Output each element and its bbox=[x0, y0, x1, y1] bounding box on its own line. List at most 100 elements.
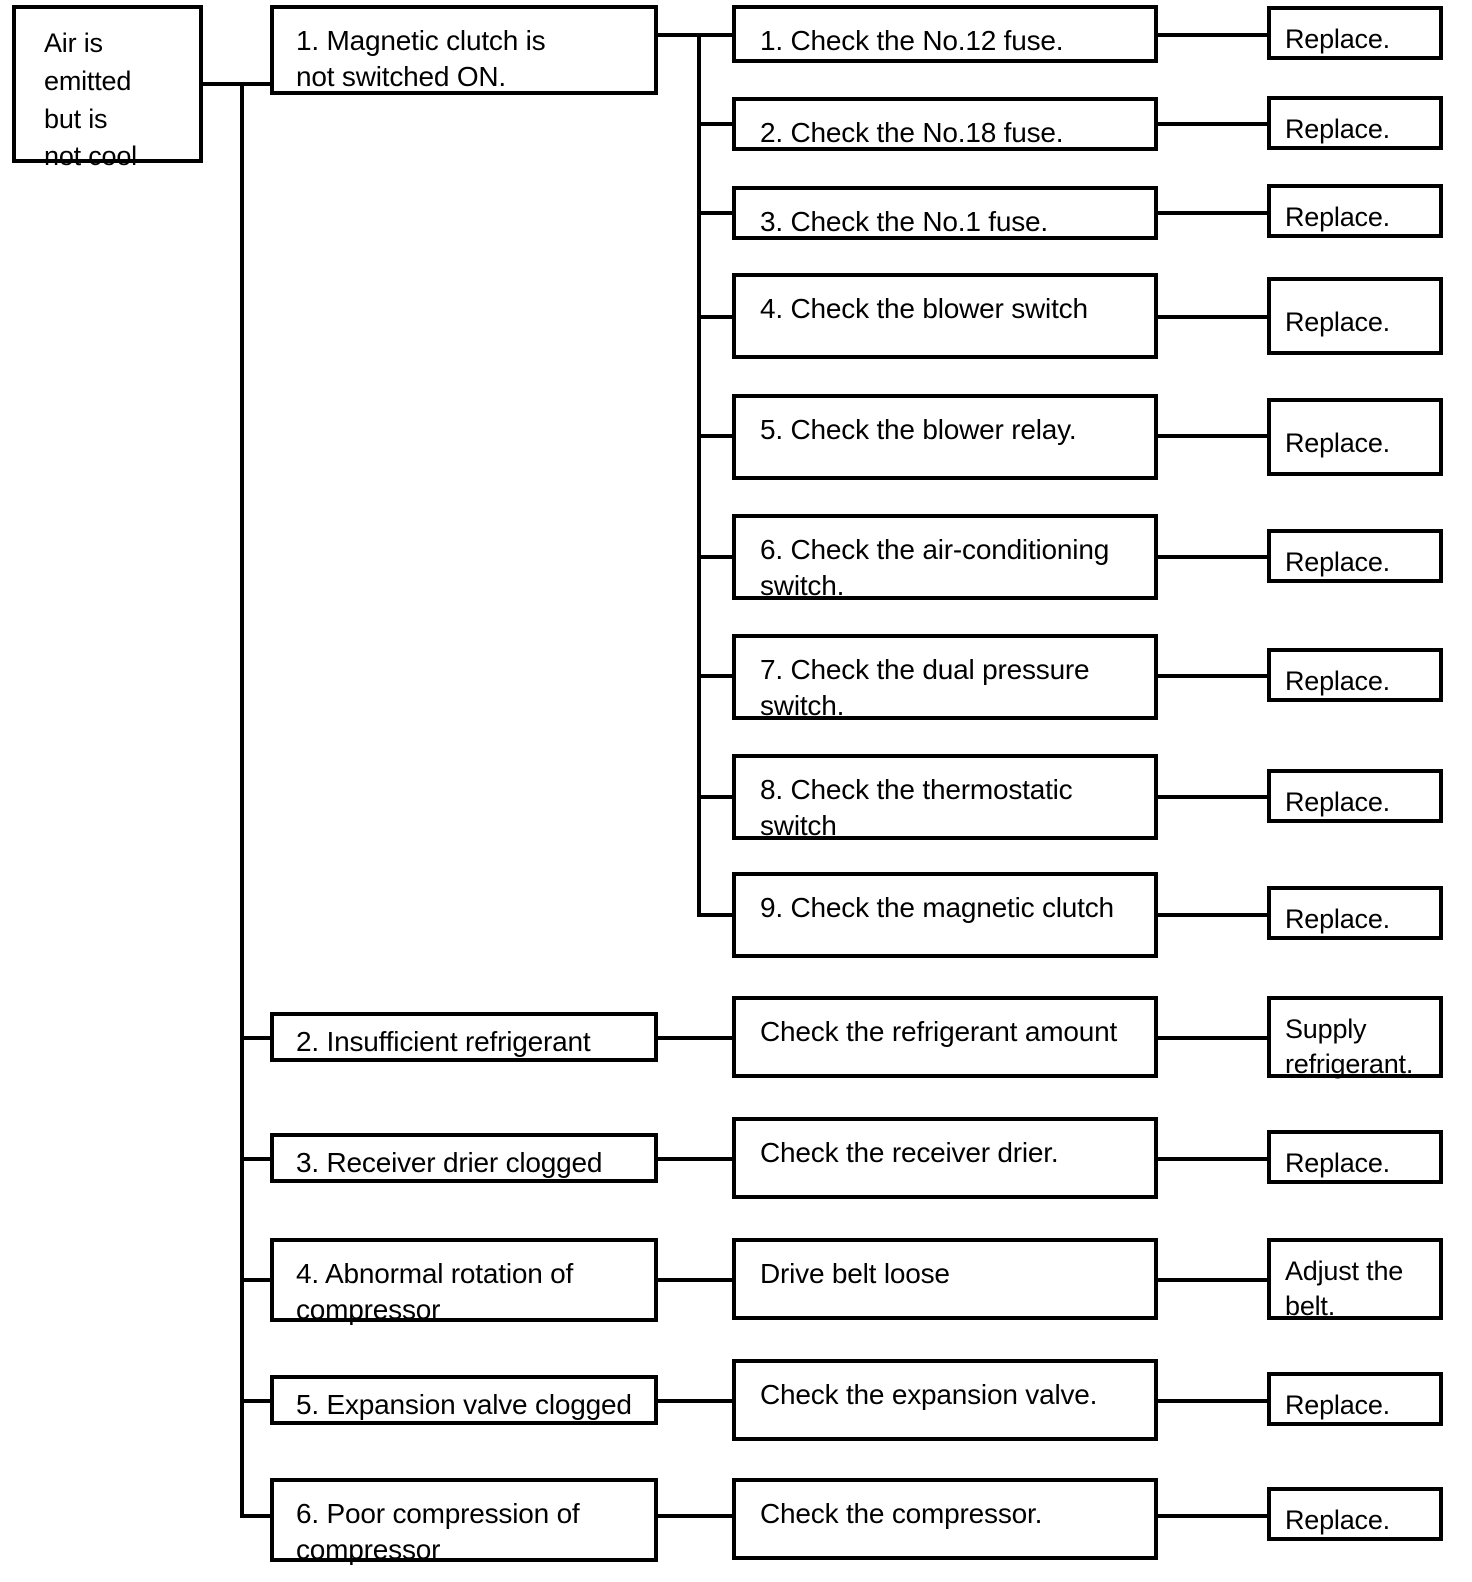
action-box-1-9[interactable]: Replace. bbox=[1267, 886, 1443, 940]
connector-subtrunk-check-1-6 bbox=[697, 555, 732, 559]
action-box-3-1[interactable]: Replace. bbox=[1267, 1130, 1443, 1184]
check-box-3-1[interactable]: Check the receiver drier. bbox=[732, 1117, 1158, 1199]
check-box-1-2[interactable]: 2. Check the No.18 fuse. bbox=[732, 97, 1158, 151]
check-label-2-1: Check the refrigerant amount bbox=[760, 1016, 1118, 1047]
cause-label-2: 2. Insufficient refrigerant bbox=[296, 1026, 591, 1057]
connector-check-1-8-action bbox=[1155, 795, 1270, 799]
check-box-1-4[interactable]: 4. Check the blower switch bbox=[732, 273, 1158, 359]
connector-subtrunk-check-1-9 bbox=[697, 913, 732, 917]
connector-root-to-trunk bbox=[199, 82, 244, 86]
action-label-1-2: Replace. bbox=[1285, 114, 1390, 144]
cause-box-6[interactable]: 6. Poor compression of compressor bbox=[270, 1478, 658, 1565]
check-box-1-7[interactable]: 7. Check the dual pressure switch. bbox=[732, 634, 1158, 721]
connector-check-2-action bbox=[1155, 1036, 1270, 1040]
connector-trunk-to-cause-4 bbox=[240, 1278, 272, 1282]
action-label-4-1: Adjust the belt. bbox=[1285, 1256, 1404, 1322]
check-label-1-4: 4. Check the blower switch bbox=[760, 293, 1088, 324]
cause-label-5: 5. Expansion valve clogged bbox=[296, 1389, 632, 1420]
connector-check-1-3-action bbox=[1155, 211, 1270, 215]
check-label-1-8: 8. Check the thermostatic switch bbox=[760, 774, 1073, 842]
action-box-4-1[interactable]: Adjust the belt. bbox=[1267, 1238, 1443, 1321]
check-label-1-5: 5. Check the blower relay. bbox=[760, 414, 1077, 445]
connector-cause-5-check bbox=[655, 1399, 733, 1403]
action-label-2-1: Supply refrigerant. bbox=[1285, 1014, 1414, 1080]
action-label-1-5: Replace. bbox=[1285, 428, 1390, 458]
action-box-1-3[interactable]: Replace. bbox=[1267, 184, 1443, 238]
check-label-1-9: 9. Check the magnetic clutch bbox=[760, 892, 1114, 923]
action-box-1-5[interactable]: Replace. bbox=[1267, 398, 1443, 476]
check-label-1-6: 6. Check the air-conditioning switch. bbox=[760, 534, 1110, 602]
check-label-3-1: Check the receiver drier. bbox=[760, 1137, 1059, 1168]
cause-label-3: 3. Receiver drier clogged bbox=[296, 1147, 603, 1178]
cause-label-1: 1. Magnetic clutch is not switched ON. bbox=[296, 25, 546, 93]
action-box-6-1[interactable]: Replace. bbox=[1267, 1487, 1443, 1541]
action-box-1-8[interactable]: Replace. bbox=[1267, 769, 1443, 823]
connector-cause-3-check bbox=[655, 1157, 733, 1161]
action-label-1-3: Replace. bbox=[1285, 202, 1390, 232]
action-label-1-1: Replace. bbox=[1285, 24, 1390, 54]
connector-cause1-to-subtrunk bbox=[655, 33, 700, 37]
action-label-1-4: Replace. bbox=[1285, 307, 1390, 337]
check-box-1-5[interactable]: 5. Check the blower relay. bbox=[732, 394, 1158, 480]
root-problem-box[interactable]: Air is emitted but is not cool bbox=[12, 5, 203, 171]
connector-trunk-to-cause-1 bbox=[240, 82, 272, 86]
connector-trunk-to-cause-6 bbox=[240, 1514, 272, 1518]
check-label-1-7: 7. Check the dual pressure switch. bbox=[760, 654, 1090, 722]
cause-box-1[interactable]: 1. Magnetic clutch is not switched ON. bbox=[270, 5, 658, 95]
action-label-1-8: Replace. bbox=[1285, 787, 1390, 817]
action-box-2-1[interactable]: Supply refrigerant. bbox=[1267, 996, 1443, 1079]
cause-box-4[interactable]: 4. Abnormal rotation of compressor bbox=[270, 1238, 658, 1325]
connector-check-1-9-action bbox=[1155, 913, 1270, 917]
action-box-1-7[interactable]: Replace. bbox=[1267, 648, 1443, 702]
action-label-1-7: Replace. bbox=[1285, 666, 1390, 696]
cause-box-3[interactable]: 3. Receiver drier clogged bbox=[270, 1133, 658, 1183]
action-box-1-6[interactable]: Replace. bbox=[1267, 529, 1443, 583]
action-box-1-4[interactable]: Replace. bbox=[1267, 277, 1443, 355]
check-label-1-3: 3. Check the No.1 fuse. bbox=[760, 206, 1049, 237]
connector-check-5-action bbox=[1155, 1399, 1270, 1403]
connector-trunk-to-cause-5 bbox=[240, 1399, 272, 1403]
connector-check-3-action bbox=[1155, 1157, 1270, 1161]
check-box-1-9[interactable]: 9. Check the magnetic clutch bbox=[732, 872, 1158, 958]
connector-subtrunk-check-1-1 bbox=[697, 33, 732, 37]
check-box-5-1[interactable]: Check the expansion valve. bbox=[732, 1359, 1158, 1441]
sub-trunk-vertical bbox=[697, 33, 701, 915]
action-label-3-1: Replace. bbox=[1285, 1148, 1390, 1178]
connector-subtrunk-check-1-5 bbox=[697, 434, 732, 438]
connector-check-4-action bbox=[1155, 1278, 1270, 1282]
action-label-6-1: Replace. bbox=[1285, 1505, 1390, 1535]
connector-trunk-to-cause-2 bbox=[240, 1036, 272, 1040]
action-box-1-2[interactable]: Replace. bbox=[1267, 96, 1443, 150]
action-box-1-1[interactable]: Replace. bbox=[1267, 6, 1443, 60]
check-label-6-1: Check the compressor. bbox=[760, 1498, 1043, 1529]
connector-subtrunk-check-1-4 bbox=[697, 315, 732, 319]
check-box-6-1[interactable]: Check the compressor. bbox=[732, 1478, 1158, 1560]
connector-check-1-7-action bbox=[1155, 674, 1270, 678]
check-box-1-1[interactable]: 1. Check the No.12 fuse. bbox=[732, 5, 1158, 63]
check-box-1-3[interactable]: 3. Check the No.1 fuse. bbox=[732, 186, 1158, 240]
check-box-2-1[interactable]: Check the refrigerant amount bbox=[732, 996, 1158, 1078]
connector-check-1-2-action bbox=[1155, 122, 1270, 126]
check-box-4-1[interactable]: Drive belt loose bbox=[732, 1238, 1158, 1320]
connector-check-1-6-action bbox=[1155, 555, 1270, 559]
main-trunk-vertical bbox=[240, 82, 244, 1516]
connector-check-1-5-action bbox=[1155, 434, 1270, 438]
action-box-5-1[interactable]: Replace. bbox=[1267, 1372, 1443, 1426]
check-box-1-6[interactable]: 6. Check the air-conditioning switch. bbox=[732, 514, 1158, 601]
connector-subtrunk-check-1-2 bbox=[697, 122, 732, 126]
root-problem-label: Air is emitted but is not cool bbox=[44, 28, 137, 172]
connector-check-1-4-action bbox=[1155, 315, 1270, 319]
action-label-1-6: Replace. bbox=[1285, 547, 1390, 577]
connector-check-6-action bbox=[1155, 1514, 1270, 1518]
connector-cause-4-check bbox=[655, 1278, 733, 1282]
action-label-5-1: Replace. bbox=[1285, 1390, 1390, 1420]
cause-label-6: 6. Poor compression of compressor bbox=[296, 1498, 580, 1566]
connector-subtrunk-check-1-7 bbox=[697, 674, 732, 678]
connector-subtrunk-check-1-3 bbox=[697, 211, 732, 215]
check-label-5-1: Check the expansion valve. bbox=[760, 1379, 1098, 1410]
check-label-1-2: 2. Check the No.18 fuse. bbox=[760, 117, 1064, 148]
check-box-1-8[interactable]: 8. Check the thermostatic switch bbox=[732, 754, 1158, 841]
cause-box-2[interactable]: 2. Insufficient refrigerant bbox=[270, 1012, 658, 1062]
cause-box-5[interactable]: 5. Expansion valve clogged bbox=[270, 1375, 658, 1425]
